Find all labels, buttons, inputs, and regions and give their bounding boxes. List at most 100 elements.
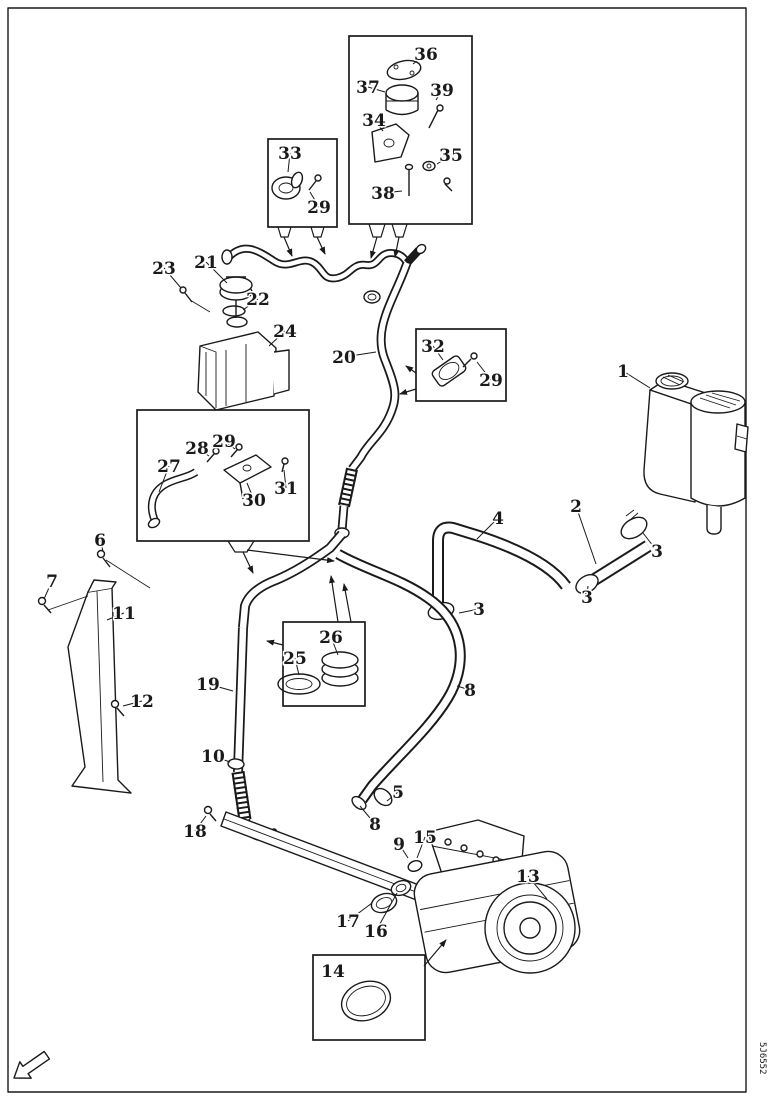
leader-line-10-12 [212,755,231,763]
part-callout-26-28: 26 [319,628,343,648]
return-hose-drawing [427,509,652,621]
heat-shield-drawing [37,549,151,794]
leader-line-1-0 [622,370,651,389]
leader-line-19-21 [207,683,234,692]
leader-line-35-39 [436,154,452,165]
leader-line-29-35 [476,361,492,381]
leader-line-16-18 [375,892,398,932]
fwd-arrow-icon [13,1050,51,1079]
part-callout-27-29: 27 [157,457,181,477]
part-callout-22-24: 22 [246,290,270,310]
leader-line-36-40 [412,53,427,65]
part-callout-30-32: 30 [242,491,266,511]
leader-line-17-19 [347,902,373,922]
part-callout-3-4: 3 [651,542,663,562]
figure-code: 5J6552 [757,1042,767,1075]
part-callout-4-5: 4 [492,509,504,529]
part-callout-7-8: 7 [46,572,58,592]
leader-line-28-30 [196,447,210,457]
leader-line-6-7 [99,539,104,552]
pressure-pipe-drawing [221,243,427,539]
part-callout-10-12: 10 [201,747,225,767]
part-callout-34-38: 34 [362,111,386,131]
leader-line-34-38 [373,119,384,132]
leader-line-29-37 [309,191,320,208]
leader-line-27-29 [158,465,170,493]
leader-line-13-15 [527,875,548,900]
leader-line-5-6 [386,791,399,802]
part-callout-12-14: 12 [130,692,154,712]
leader-line-21-23 [205,261,228,284]
part-callout-8-10: 8 [369,815,381,835]
part-callout-29-37: 29 [307,198,331,218]
detail-box-hose-27 [136,409,310,542]
grommet-detail-parts [271,171,326,257]
leader-line-4-5 [476,517,499,540]
leader-line-31-33 [283,469,287,489]
detail-box-mount-34 [348,35,473,225]
part-callout-13-15: 13 [516,867,540,887]
oring-detail-parts [340,939,447,1022]
detail-box-grommet-33 [267,138,338,228]
leader-line-38-42 [382,190,403,194]
leader-line-9-11 [398,843,409,859]
part-callout-32-34: 32 [421,337,445,357]
part-callout-3-3: 3 [581,588,593,608]
leader-line-29-31 [223,440,236,450]
part-callout-39-43: 39 [430,81,454,101]
part-callout-2-1: 2 [570,497,582,517]
leader-line-20-22 [343,351,377,358]
part-callout-19-21: 19 [196,675,220,695]
leader-line-23-25 [163,267,182,289]
part-callout-36-40: 36 [414,45,438,65]
leader-line-8-10 [359,805,376,825]
hose-bracket-detail-parts [147,443,335,574]
leader-line-37-41 [367,86,386,93]
part-callout-28-30: 28 [185,439,209,459]
reservoir-tank-drawing [643,372,749,535]
part-callout-9-11: 9 [393,835,405,855]
detail-box-seals-25-26 [282,621,366,707]
leader-line-3-3 [586,585,589,598]
leader-line-7-8 [43,580,53,600]
clamp-detail-parts [399,352,478,395]
leader-line-15-17 [416,836,426,859]
part-callout-35-39: 35 [439,146,463,166]
leader-line-12-14 [122,700,143,707]
part-callout-24-26: 24 [273,322,297,342]
leader-line-25-27 [294,657,300,676]
leader-line-3-4 [642,532,658,552]
part-callout-11-13: 11 [112,604,136,624]
part-callout-18-20: 18 [183,822,207,842]
part-callout-38-42: 38 [371,184,395,204]
drain-hose-drawing [203,530,346,846]
part-callout-16-18: 16 [364,922,388,942]
part-callout-8-9: 8 [464,681,476,701]
leader-line-8-9 [456,685,471,691]
detail-box-oring-14 [312,954,426,1041]
part-callout-20-22: 20 [332,348,356,368]
part-callout-1-0: 1 [617,362,629,382]
leader-line-32-34 [432,345,444,361]
detail-box-clamp-32 [415,328,507,402]
leader-line-18-20 [194,815,207,832]
compressor-drawing [370,819,581,974]
seal-detail-parts [266,575,359,695]
part-callout-5-6: 5 [392,783,404,803]
leader-line-22-24 [242,298,259,311]
leader-line-2-1 [575,505,597,565]
part-callout-17-19: 17 [336,912,360,932]
part-callout-23-25: 23 [152,259,176,279]
part-callout-25-27: 25 [283,649,307,669]
part-callout-15-17: 15 [413,828,437,848]
part-callout-31-33: 31 [274,479,298,499]
part-callout-3-2: 3 [473,600,485,620]
part-callout-14-16: 14 [321,962,345,982]
leader-line-3-2 [458,608,480,614]
leader-line-11-13 [106,612,125,621]
leader-line-24-26 [268,330,286,347]
leader-line-39-43 [435,89,443,101]
mount-detail-parts [368,59,453,259]
callouts-layer: 1233345678891011121314151617181920212223… [43,35,664,1041]
